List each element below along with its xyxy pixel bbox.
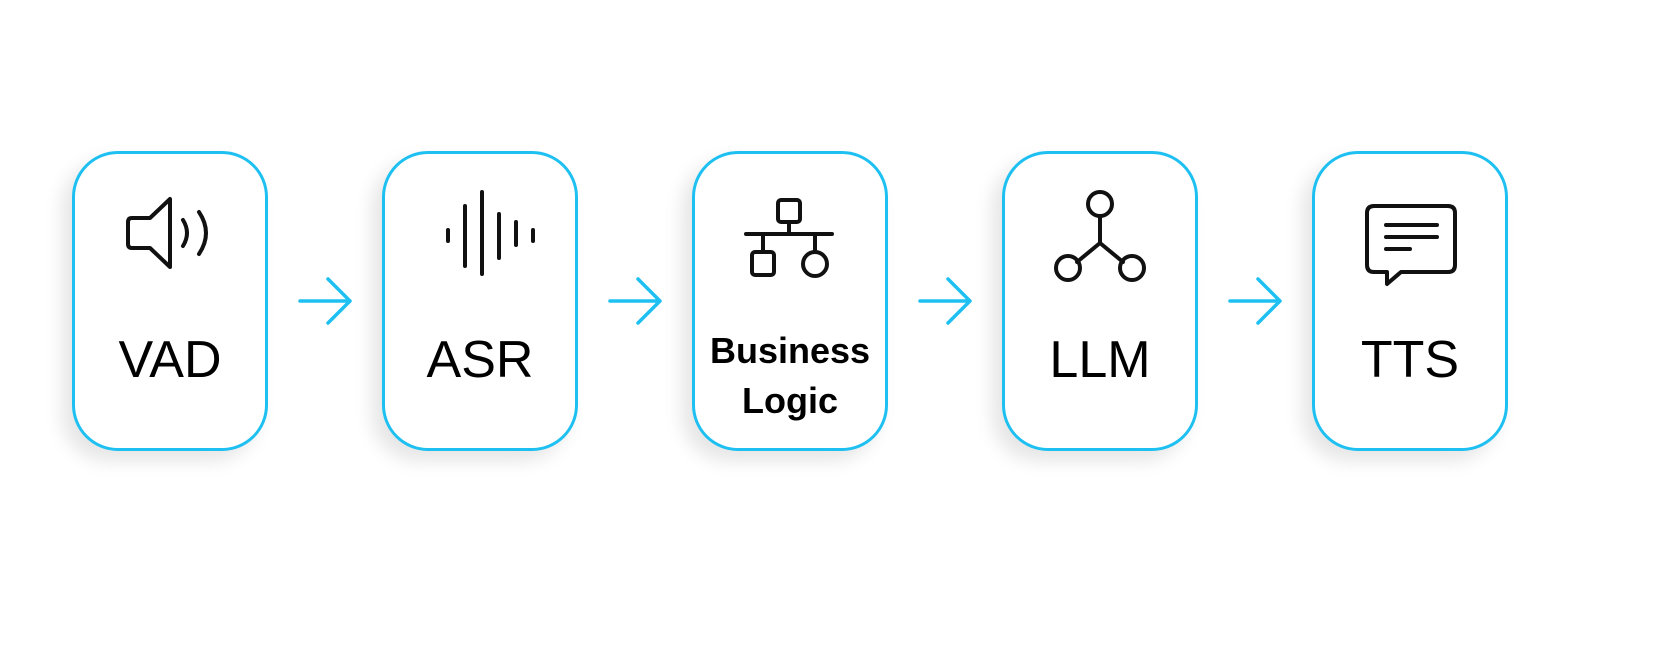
hierarchy-icon <box>695 188 885 288</box>
node-label: VAD <box>118 331 222 389</box>
node-tts: TTS <box>1312 151 1508 451</box>
node-asr: ASR <box>382 151 578 451</box>
network-nodes-icon <box>1005 188 1195 288</box>
chat-bubble-icon <box>1315 188 1505 288</box>
arrow-right-icon <box>608 277 664 325</box>
waveform-icon <box>385 188 575 288</box>
node-label-line1: Business <box>709 330 871 371</box>
node-label: ASR <box>426 331 534 389</box>
speaker-icon <box>75 188 265 288</box>
arrow-right-icon <box>298 277 354 325</box>
node-llm: LLM <box>1002 151 1198 451</box>
node-vad: VAD <box>72 151 268 451</box>
arrow-right-icon <box>1228 277 1284 325</box>
arrow-right-icon <box>918 277 974 325</box>
node-label: LLM <box>1049 331 1151 389</box>
node-label: TTS <box>1360 331 1460 389</box>
node-label-line2: Logic <box>742 380 838 421</box>
node-business-logic: Business Logic <box>692 151 888 451</box>
node-label: Business Logic <box>695 326 885 426</box>
